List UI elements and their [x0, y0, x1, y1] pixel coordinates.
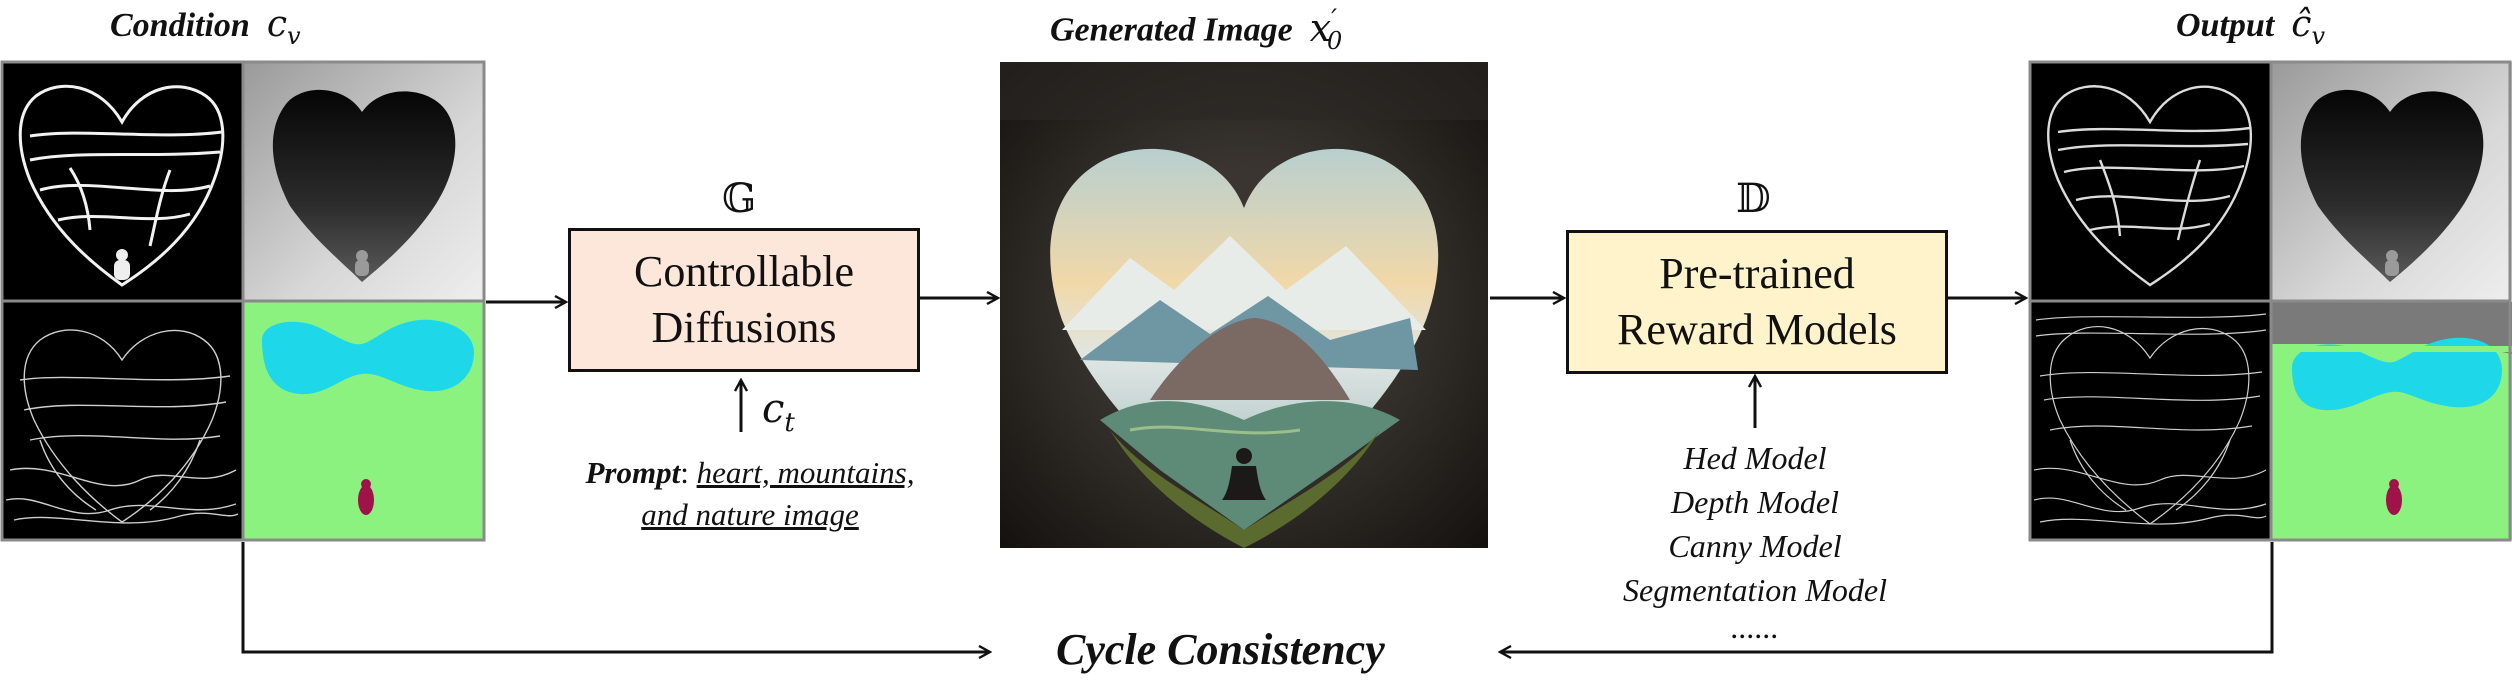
condition-canny-map — [2, 302, 242, 540]
generated-image — [1000, 62, 1488, 548]
reward-line2: Reward Models — [1617, 305, 1897, 354]
condition-grid — [0, 60, 486, 542]
reward-model-list: Hed Model Depth Model Canny Model Segmen… — [1560, 436, 1950, 645]
prompt-colon: : — [680, 455, 689, 490]
generated-symbol: x′0 — [1309, 4, 1343, 56]
generator-box: Controllable Diffusions — [568, 228, 920, 372]
model-ellipsis: ...... — [1731, 609, 1779, 645]
generator-line1: Controllable — [634, 247, 854, 296]
output-grid — [2028, 60, 2512, 542]
output-depth-map — [2272, 62, 2512, 300]
condition-title-text: Condition — [110, 7, 250, 44]
reward-model-box: Pre-trained Reward Models — [1566, 230, 1948, 374]
arrow-output-to-consistency — [1500, 542, 2274, 652]
prompt-line1: heart, mountains, — [696, 455, 915, 490]
generator-symbol: 𝔾 — [722, 176, 757, 222]
output-title: Output ĉv — [2176, 4, 2325, 50]
model-hed: Hed Model — [1683, 440, 1827, 476]
prompt-text: Prompt: heart, mountains, and nature ima… — [540, 452, 960, 536]
model-depth: Depth Model — [1671, 484, 1839, 520]
prompt-line2: and nature image — [641, 497, 859, 532]
model-canny: Canny Model — [1668, 528, 1842, 564]
generator-line2: Diffusions — [651, 303, 837, 352]
reward-line1: Pre-trained — [1659, 249, 1855, 298]
output-symbol: ĉv — [2291, 4, 2325, 51]
cycle-consistency-label: Cycle Consistency — [1056, 625, 1385, 674]
text-condition-symbol: ct — [762, 386, 795, 438]
output-title-text: Output — [2176, 7, 2275, 44]
model-segmentation: Segmentation Model — [1623, 572, 1887, 608]
arrow-condition-to-consistency — [241, 542, 990, 652]
condition-hed-map — [2, 62, 242, 300]
output-hed-map — [2030, 62, 2270, 300]
reward-symbol: 𝔻 — [1736, 176, 1771, 222]
output-segmentation-map — [2272, 302, 2512, 540]
generated-title-text: Generated Image — [1050, 11, 1293, 49]
condition-segmentation-map — [244, 302, 484, 540]
flow-arrows — [241, 298, 2274, 652]
generated-title: Generated Image x′0 — [1050, 4, 1342, 55]
condition-title: Condition cv — [110, 4, 301, 50]
output-canny-map — [2030, 302, 2270, 540]
condition-depth-map — [244, 62, 484, 300]
condition-symbol: cv — [266, 4, 301, 51]
prompt-label: Prompt — [585, 455, 681, 490]
